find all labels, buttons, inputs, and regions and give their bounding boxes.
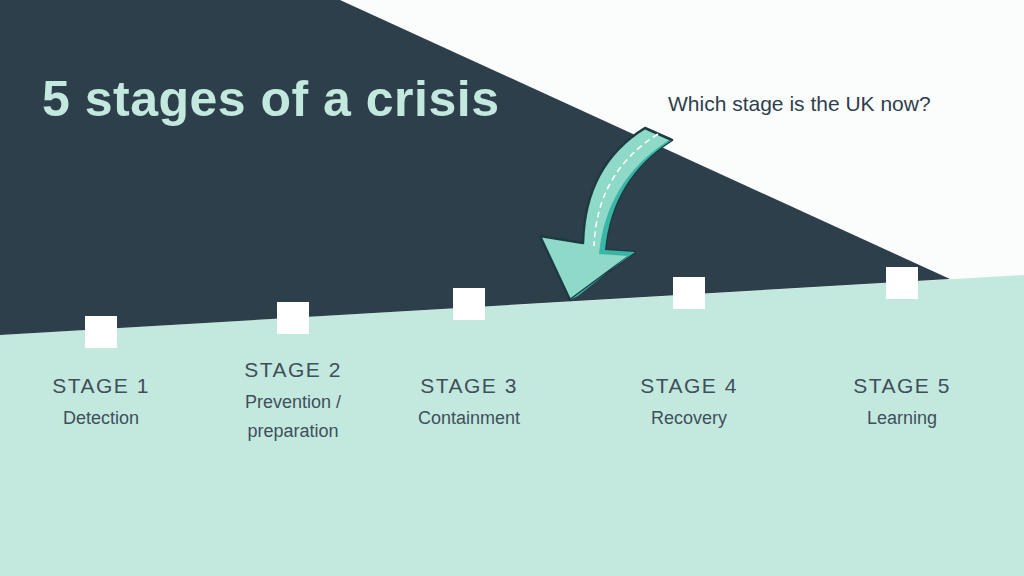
stage-square	[886, 267, 918, 299]
stage-marker: STAGE 1 Detection	[52, 316, 150, 433]
white-panel	[0, 0, 1024, 335]
stage-name: Learning	[867, 404, 937, 433]
stage-name: Recovery	[651, 404, 727, 433]
stage-marker: STAGE 4 Recovery	[640, 277, 738, 433]
dark-panel	[0, 0, 950, 335]
stage-number: STAGE 1	[52, 374, 150, 398]
stage-name: Containment	[418, 404, 520, 433]
stage-number: STAGE 3	[420, 374, 518, 398]
stage-number: STAGE 4	[640, 374, 738, 398]
stage-marker: STAGE 2 Prevention / preparation	[223, 302, 363, 446]
question-label: Which stage is the UK now?	[668, 92, 931, 116]
stage-marker: STAGE 5 Learning	[853, 267, 951, 433]
stage-number: STAGE 5	[853, 374, 951, 398]
stage-marker: STAGE 3 Containment	[418, 288, 520, 433]
stage-name: Prevention / preparation	[223, 388, 363, 446]
title: 5 stages of a crisis	[42, 70, 499, 128]
stage-name: Detection	[63, 404, 139, 433]
stage-square	[453, 288, 485, 320]
stage-number: STAGE 2	[244, 358, 342, 382]
stage-square	[277, 302, 309, 334]
stage-square	[85, 316, 117, 348]
stage-square	[673, 277, 705, 309]
pointer-arrow	[540, 128, 672, 300]
